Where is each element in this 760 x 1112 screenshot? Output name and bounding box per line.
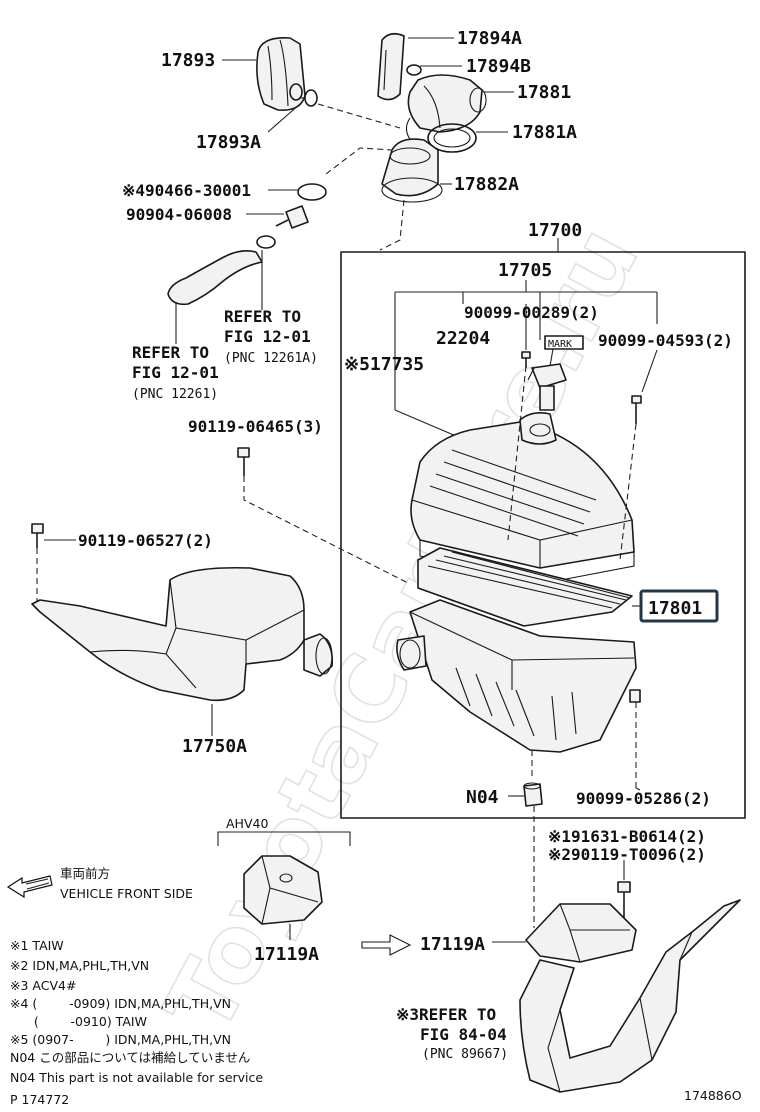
grommet-N04[interactable] (523, 782, 543, 807)
note-1: ※1 TAIW (10, 938, 64, 953)
hose-17882A[interactable] (381, 138, 443, 203)
clip-17894B[interactable] (406, 64, 422, 76)
clamp-17881A[interactable] (405, 117, 477, 153)
breather-hose[interactable] (167, 235, 276, 306)
label-17881A: 17881A (512, 122, 577, 143)
label-17894B: 17894B (466, 56, 531, 77)
label-17882A: 17882A (454, 174, 519, 195)
label-17705: 17705 (498, 260, 552, 281)
refer2-line2: FIG 12-01 (132, 363, 219, 382)
label-90099-05286: 90099-05286(2) (576, 789, 711, 808)
label-91631: ※191631-B0614(2) (548, 827, 706, 846)
label-90119-06527: 90119-06527(2) (78, 531, 213, 550)
label-17893: 17893 (161, 50, 215, 71)
screw-90099-04593[interactable] (631, 395, 642, 424)
label-ahv40: AHV40 (226, 816, 268, 831)
label-17700: 17700 (528, 220, 582, 241)
vehicle-front-arrow-icon (6, 875, 53, 899)
label-90466: ※490466-30001 (122, 181, 251, 200)
label-17894A: 17894A (457, 28, 522, 49)
clamp-17893A[interactable] (300, 89, 318, 107)
undercover-89667[interactable] (519, 899, 741, 1093)
case-body[interactable] (396, 599, 637, 753)
note-7: N04 この部品については補給していません (10, 1050, 250, 1065)
label-17801: 17801 (648, 598, 702, 619)
refer2-line1: REFER TO (132, 343, 209, 362)
clamp-90466[interactable] (297, 183, 327, 201)
label-90099-04593: 90099-04593(2) (598, 331, 733, 350)
refer3-line2: FIG 84-04 (420, 1025, 507, 1044)
nipple-90904[interactable] (275, 205, 309, 229)
note-6: ※5 (0907- ) IDN,MA,PHL,TH,VN (10, 1032, 231, 1047)
label-22204: 22204 (436, 328, 490, 349)
footer-page: P 174772 (10, 1092, 69, 1107)
filter-element-17801[interactable] (417, 547, 633, 627)
label-17735: ※517735 (344, 354, 424, 375)
air-flow-meter-22204[interactable] (527, 363, 567, 411)
footer-ref: 174886O (684, 1088, 742, 1103)
refer1-line3: (PNC 12261A) (224, 351, 318, 366)
label-90119-06465: 90119-06465(3) (188, 417, 323, 436)
refer1-line2: FIG 12-01 (224, 327, 311, 346)
clamp-90099-05286[interactable] (629, 689, 641, 703)
note-4: ※4 ( -0909) IDN,MA,PHL,TH,VN (10, 996, 231, 1011)
ahv40-bracket-line (217, 831, 351, 846)
refer3-line1: ※3REFER TO (396, 1005, 496, 1024)
screw-90119-06527[interactable] (31, 523, 44, 548)
label-90099-00289: 90099-00289(2) (464, 303, 599, 322)
label-90119-T0096: ※290119-T0096(2) (548, 845, 706, 864)
air-cleaner-assy-frame (340, 251, 746, 819)
mark-text: MARK (548, 339, 572, 350)
inlet-17750A[interactable] (31, 566, 334, 702)
label-90904: 90904-06008 (126, 205, 232, 224)
label-17881: 17881 (517, 82, 571, 103)
label-17119A-right: 17119A (420, 934, 485, 955)
direction-en: VEHICLE FRONT SIDE (60, 886, 193, 901)
screw-90119-06465[interactable] (237, 447, 250, 476)
label-17750A: 17750A (182, 736, 247, 757)
arrow-right-icon (361, 934, 412, 956)
note-8: N04 This part is not available for servi… (10, 1070, 263, 1085)
resonator-17893[interactable] (256, 36, 306, 112)
refer1-line1: REFER TO (224, 307, 301, 326)
label-17119A-left: 17119A (254, 944, 319, 965)
refer2-line3: (PNC 12261) (132, 387, 218, 402)
hose-17894A[interactable] (377, 32, 405, 101)
direction-jp: 車両前方 (60, 866, 110, 881)
label-N04: N04 (466, 787, 499, 808)
label-17893A: 17893A (196, 132, 261, 153)
bolt-90119-T0096[interactable] (617, 881, 631, 918)
note-5: ( -0910) TAIW (10, 1014, 147, 1029)
note-2: ※2 IDN,MA,PHL,TH,VN (10, 958, 149, 973)
note-3: ※3 ACV4# (10, 978, 76, 993)
case-cap[interactable] (410, 412, 635, 585)
mark-tag: MARK (544, 335, 584, 367)
bracket-17119A-right[interactable] (525, 903, 637, 963)
refer3-line3: (PNC 89667) (422, 1047, 508, 1062)
bracket-17119A-left[interactable] (243, 855, 323, 925)
intake-duct-17881[interactable] (407, 74, 487, 133)
